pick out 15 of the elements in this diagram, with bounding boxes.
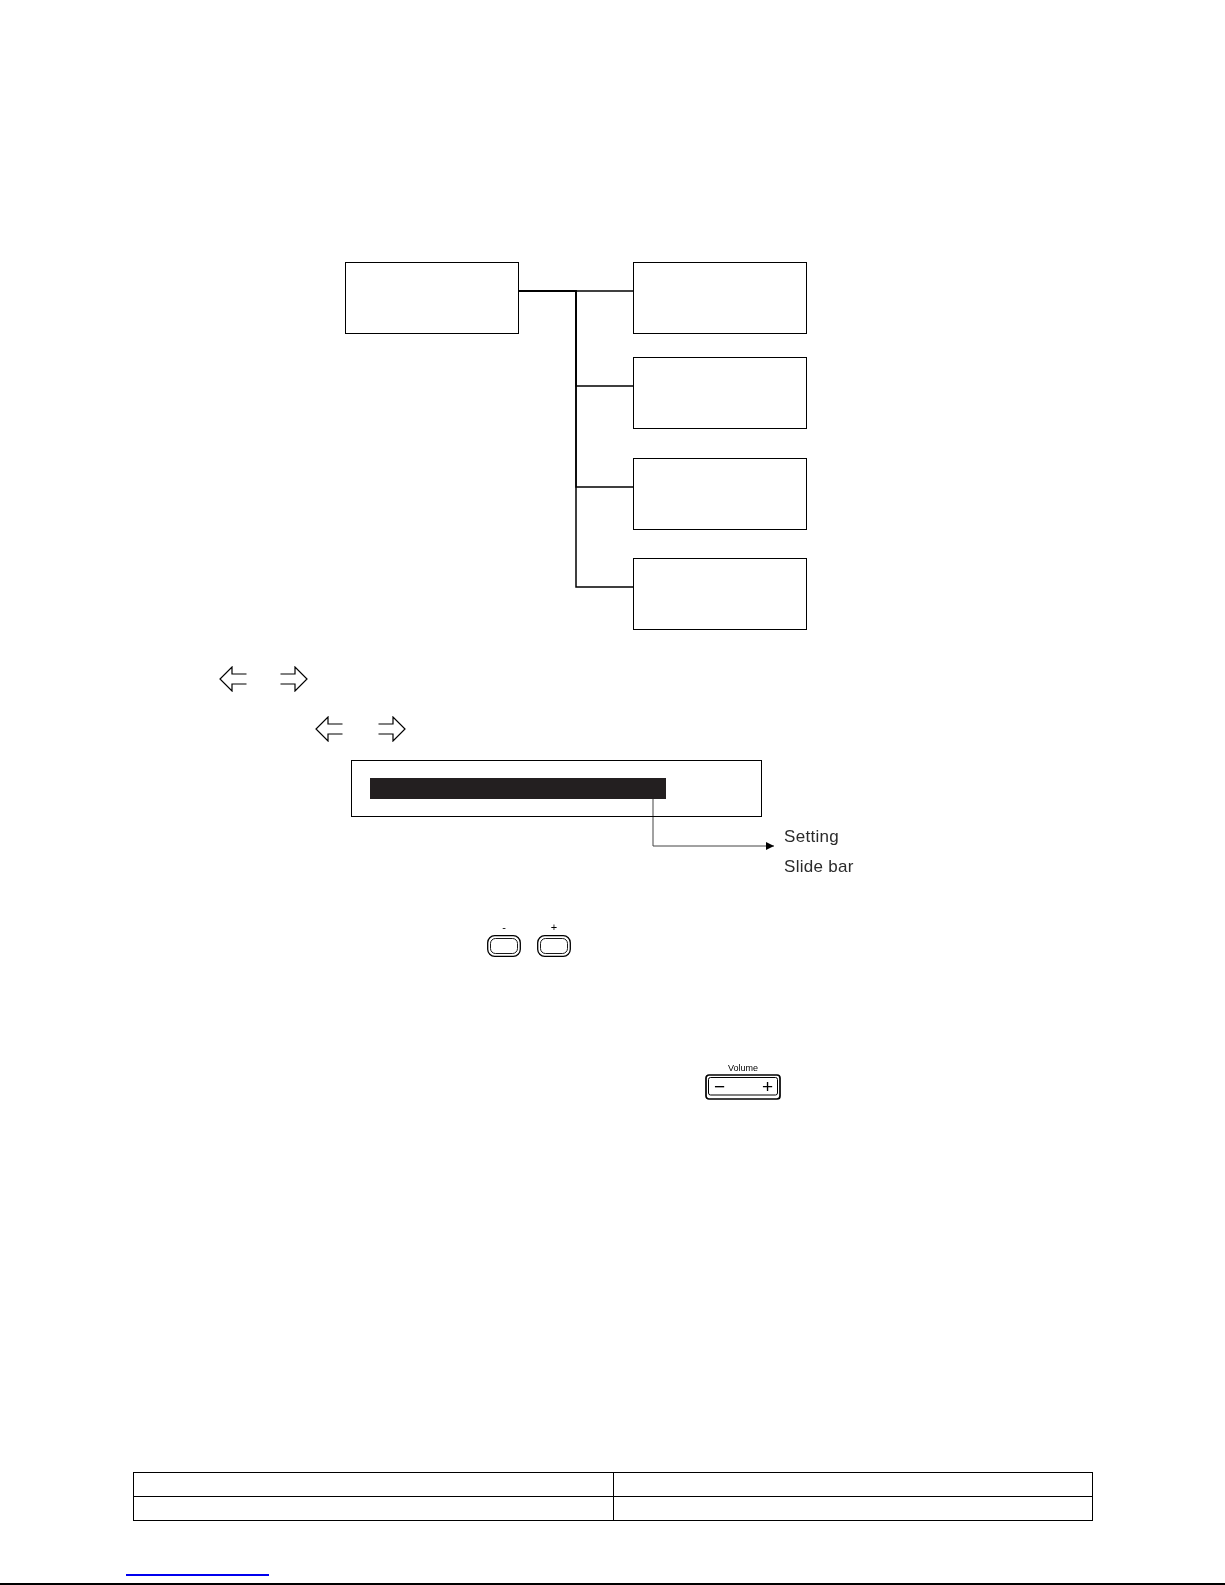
slider-fill xyxy=(370,778,666,799)
key-symbol: + xyxy=(761,1077,773,1097)
key-symbol: − xyxy=(714,1077,726,1097)
leader-line xyxy=(652,798,775,850)
key-label: + xyxy=(550,921,558,933)
menu-box xyxy=(633,262,807,334)
menu-box xyxy=(633,357,807,429)
menu-box xyxy=(633,558,807,630)
slider-frame xyxy=(351,760,762,817)
connector-line xyxy=(518,290,634,588)
menu-box xyxy=(345,262,519,334)
key-label: Volume xyxy=(728,1063,758,1073)
menu-box xyxy=(633,458,807,530)
callout-label: Setting Slide bar xyxy=(774,822,864,882)
key-label: - xyxy=(502,921,506,933)
